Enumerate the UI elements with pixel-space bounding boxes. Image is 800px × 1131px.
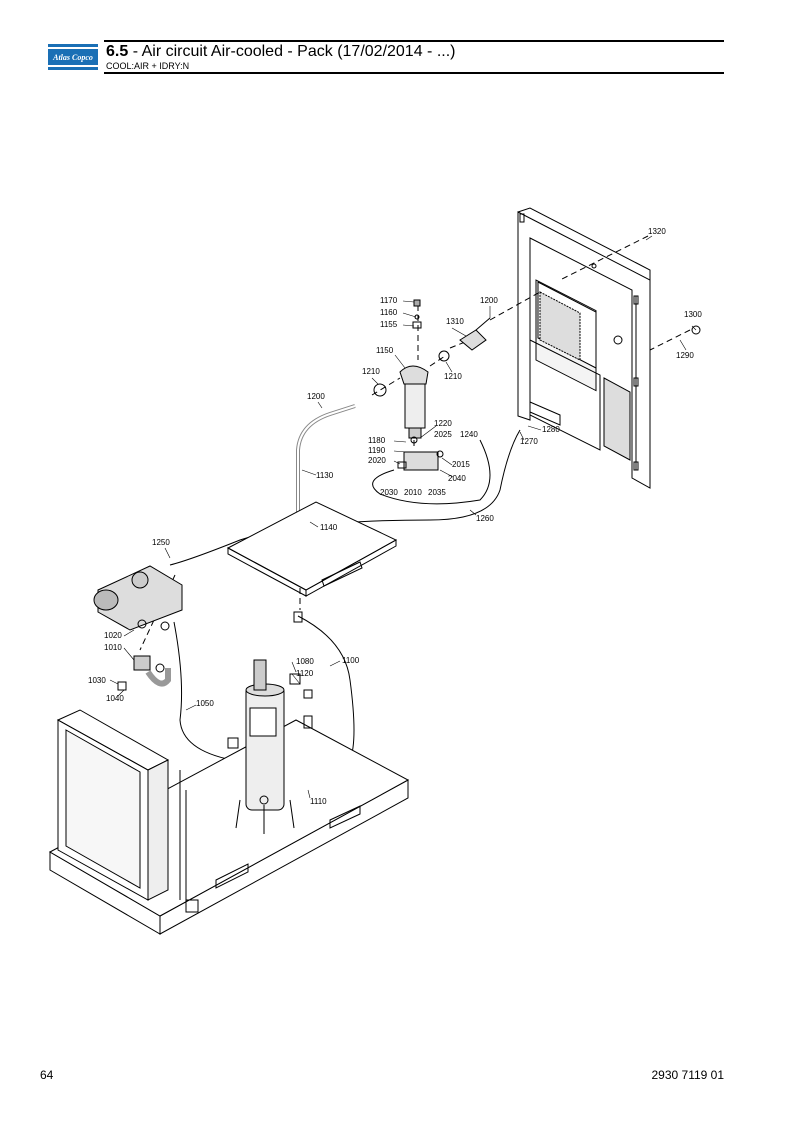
callout-1080: 1080 xyxy=(296,657,314,666)
callout-1030: 1030 xyxy=(88,676,106,685)
oil-separator-vessel xyxy=(227,611,313,834)
page-title: 6.5 - Air circuit Air-cooled - Pack (17/… xyxy=(106,43,455,61)
callout-1040: 1040 xyxy=(106,694,124,703)
callout-1020: 1020 xyxy=(104,631,122,640)
air-cooler xyxy=(56,709,187,901)
callout-2015: 2015 xyxy=(452,460,470,469)
callout-2040: 2040 xyxy=(448,474,466,483)
document-number: 2930 7119 01 xyxy=(651,1068,724,1082)
section-title: - Air circuit Air-cooled - Pack (17/02/2… xyxy=(128,43,456,60)
compressor-element xyxy=(93,565,183,631)
callout-1200: 1200 xyxy=(307,392,325,401)
callout-1160: 1160 xyxy=(380,308,398,317)
logo-text: Atlas Copco xyxy=(52,53,93,62)
callout-1300: 1300 xyxy=(684,310,702,319)
callout-1240: 1240 xyxy=(460,430,478,439)
callout-1310: 1310 xyxy=(446,317,464,326)
callout-labels: 1320 1200 1170 1160 1155 1310 1300 1290 … xyxy=(88,227,702,806)
callout-1190: 1190 xyxy=(368,446,386,455)
rear-panel xyxy=(517,207,651,489)
callout-2025: 2025 xyxy=(434,430,452,439)
callout-2030: 2030 xyxy=(380,488,398,497)
page-number: 64 xyxy=(40,1068,54,1082)
callout-1155: 1155 xyxy=(380,320,398,329)
callout-1250: 1250 xyxy=(152,538,170,547)
callout-1200: 1200 xyxy=(480,296,498,305)
callout-1170: 1170 xyxy=(380,296,398,305)
callout-2010: 2010 xyxy=(404,488,422,497)
header-rule-bottom xyxy=(104,72,724,74)
callout-1150: 1150 xyxy=(376,346,394,355)
callout-1180: 1180 xyxy=(368,436,386,445)
callout-1050: 1050 xyxy=(196,699,214,708)
callout-1120: 1120 xyxy=(296,669,314,678)
leader-lines xyxy=(109,235,697,799)
page-subtitle: COOL:AIR + IDRY:N xyxy=(106,61,190,71)
callout-1210: 1210 xyxy=(362,367,380,376)
callout-1140: 1140 xyxy=(320,523,338,532)
callout-1270: 1270 xyxy=(520,437,538,446)
callout-1100: 1100 xyxy=(342,656,360,665)
mounting-plate xyxy=(226,501,398,597)
callout-1280: 1280 xyxy=(542,425,560,434)
elbow-fitting xyxy=(117,655,171,691)
callout-1110: 1110 xyxy=(310,797,327,806)
callout-1130: 1130 xyxy=(316,471,334,480)
drain-block xyxy=(397,436,444,471)
callout-1210: 1210 xyxy=(444,372,462,381)
valve-block xyxy=(459,317,701,351)
header-rule-top xyxy=(104,40,724,42)
callout-1010: 1010 xyxy=(104,643,122,652)
callout-1290: 1290 xyxy=(676,351,694,360)
section-number: 6.5 xyxy=(106,43,129,60)
callout-1260: 1260 xyxy=(476,514,494,523)
air-filter xyxy=(373,299,450,439)
callout-1320: 1320 xyxy=(648,227,666,236)
callout-1220: 1220 xyxy=(434,419,452,428)
callout-2035: 2035 xyxy=(428,488,446,497)
callout-2020: 2020 xyxy=(368,456,386,465)
atlas-copco-logo: Atlas Copco xyxy=(48,44,98,70)
